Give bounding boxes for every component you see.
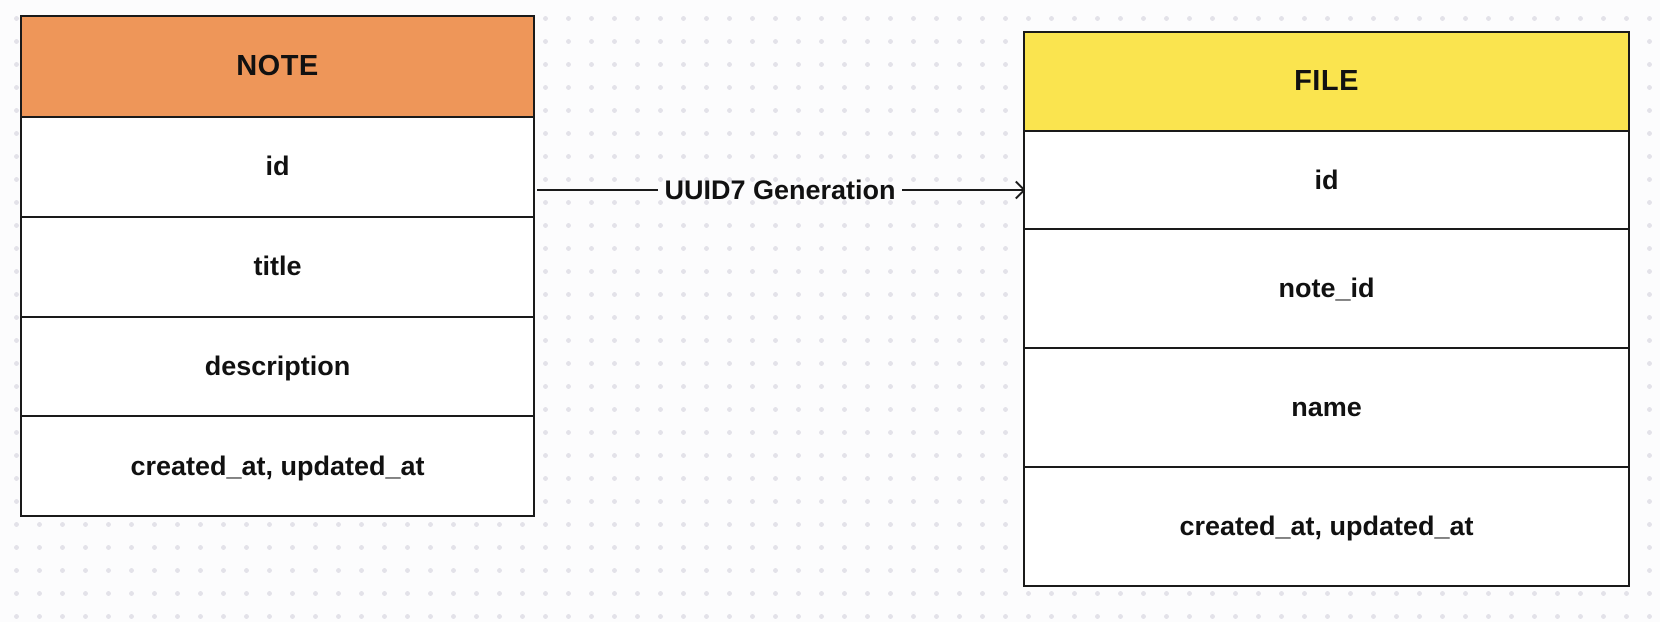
field-label: title (253, 251, 302, 282)
entity-file-row-name: name (1025, 347, 1628, 466)
connector-note-to-file[interactable]: UUID7 Generation (537, 168, 1026, 212)
entity-file-title: FILE (1294, 65, 1359, 97)
field-label: id (1314, 164, 1339, 195)
connector-line-left (537, 188, 659, 192)
entity-note-row-title: title (22, 215, 533, 316)
field-label: note_id (1278, 273, 1375, 303)
entity-file-row-note-id: note_id (1025, 228, 1628, 347)
field-label: id (265, 151, 290, 182)
connector-label: UUID7 Generation (664, 174, 896, 205)
entity-file-row-id: id (1025, 130, 1628, 228)
field-label: description (204, 350, 351, 381)
entity-note-row-timestamps: created_at, updated_at (22, 415, 533, 515)
entity-note-row-id: id (22, 116, 533, 216)
entity-file-header: FILE (1025, 33, 1628, 130)
entity-file[interactable]: FILE id note_id name created_at, updated… (1023, 31, 1630, 587)
field-label: name (1291, 392, 1362, 422)
entity-note-row-description: description (22, 315, 533, 416)
entity-note-title: NOTE (236, 50, 319, 82)
connector-line-right (901, 180, 1026, 200)
field-label: created_at, updated_at (130, 450, 425, 481)
entity-file-row-timestamps: created_at, updated_at (1025, 466, 1628, 585)
entity-note[interactable]: NOTE id title description created_at, up… (20, 15, 535, 517)
entity-note-header: NOTE (22, 17, 533, 116)
field-label: created_at, updated_at (1179, 511, 1474, 541)
